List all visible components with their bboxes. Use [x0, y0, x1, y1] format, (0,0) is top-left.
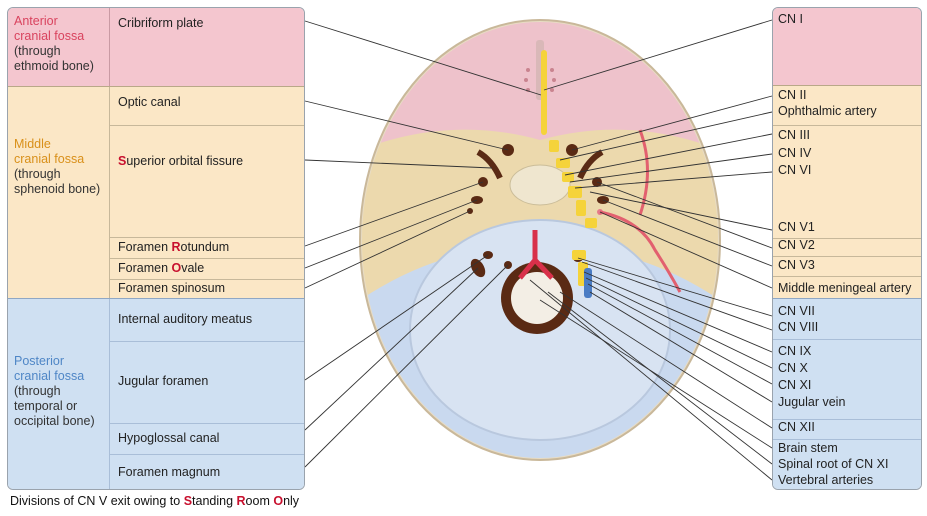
label-spinal-root-cn11: Spinal root of CN XI [778, 457, 888, 472]
label-cn8: CN VIII [778, 320, 818, 335]
label-jugular-vein: Jugular vein [778, 395, 845, 410]
posterior-items-column: Internal auditory meatus Jugular foramen… [109, 299, 304, 490]
anterior-sub-2: ethmoid bone) [14, 59, 94, 74]
sof-rest: uperior orbital fissure [126, 154, 243, 168]
label-cn9: CN IX [778, 344, 811, 359]
posterior-title-2: cranial fossa [14, 369, 95, 384]
hypoglossal-canal-label: Hypoglossal canal [110, 423, 304, 454]
label-cn2: CN II [778, 88, 806, 103]
label-cn11: CN XI [778, 378, 811, 393]
cribriform-plate-label: Cribriform plate [109, 8, 304, 86]
label-cn10: CN X [778, 361, 808, 376]
label-cn4: CN IV [778, 146, 811, 161]
middle-items-column: Optic canal Superior orbital fissure For… [109, 87, 304, 299]
anterior-sub-1: (through [14, 44, 94, 59]
label-middle-meningeal-artery: Middle meningeal artery [778, 281, 911, 296]
posterior-title-1: Posterior [14, 354, 95, 369]
label-cn6: CN VI [778, 163, 811, 178]
label-cn12: CN XII [778, 420, 815, 435]
posterior-sub-1: (through [14, 384, 95, 399]
anterior-title-2: cranial fossa [14, 29, 94, 44]
label-cn5-3: CN V3 [778, 258, 815, 273]
label-cn3: CN III [778, 128, 810, 143]
posterior-fossa-label: Posterior cranial fossa (through tempora… [14, 354, 95, 429]
jugular-foramen-label: Jugular foramen [110, 341, 304, 423]
anterior-title-1: Anterior [14, 14, 94, 29]
anterior-fossa-label: Anterior cranial fossa (through ethmoid … [14, 14, 94, 74]
middle-title-2: cranial fossa [14, 152, 100, 167]
middle-fossa-label: Middle cranial fossa (through sphenoid b… [14, 137, 100, 197]
mnemonic-caption: Divisions of CN V exit owing to Standing… [10, 494, 299, 508]
foramen-rotundum-label: Foramen Rotundum [110, 237, 304, 258]
label-vertebral-arteries: Vertebral arteries [778, 473, 873, 488]
label-cn7: CN VII [778, 304, 815, 319]
sella-turcica [510, 165, 570, 205]
middle-section: Middle cranial fossa (through sphenoid b… [8, 86, 304, 299]
posterior-sub-3: occipital bone) [14, 414, 95, 429]
foramen-spinosum-label: Foramen spinosum [110, 279, 304, 299]
anterior-section: Anterior cranial fossa (through ethmoid … [8, 8, 304, 86]
foramen-ovale-label: Foramen Ovale [110, 258, 304, 279]
posterior-sub-2: temporal or [14, 399, 95, 414]
optic-canal-label: Optic canal [110, 87, 304, 125]
label-ophthalmic-artery: Ophthalmic artery [778, 104, 877, 119]
label-cn5-2: CN V2 [778, 238, 815, 253]
posterior-section: Posterior cranial fossa (through tempora… [8, 298, 304, 490]
middle-sub-1: (through [14, 167, 100, 182]
internal-auditory-meatus-label: Internal auditory meatus [110, 299, 304, 341]
middle-title-1: Middle [14, 137, 100, 152]
label-brain-stem: Brain stem [778, 441, 838, 456]
middle-sub-2: sphenoid bone) [14, 182, 100, 197]
left-panel: Anterior cranial fossa (through ethmoid … [7, 7, 305, 490]
cn1-olfactory-tract [541, 50, 547, 135]
label-cn1: CN I [778, 12, 803, 27]
label-cn5-1: CN V1 [778, 220, 815, 235]
superior-orbital-fissure-label: Superior orbital fissure [110, 125, 304, 237]
foramen-magnum-label: Foramen magnum [110, 454, 304, 490]
